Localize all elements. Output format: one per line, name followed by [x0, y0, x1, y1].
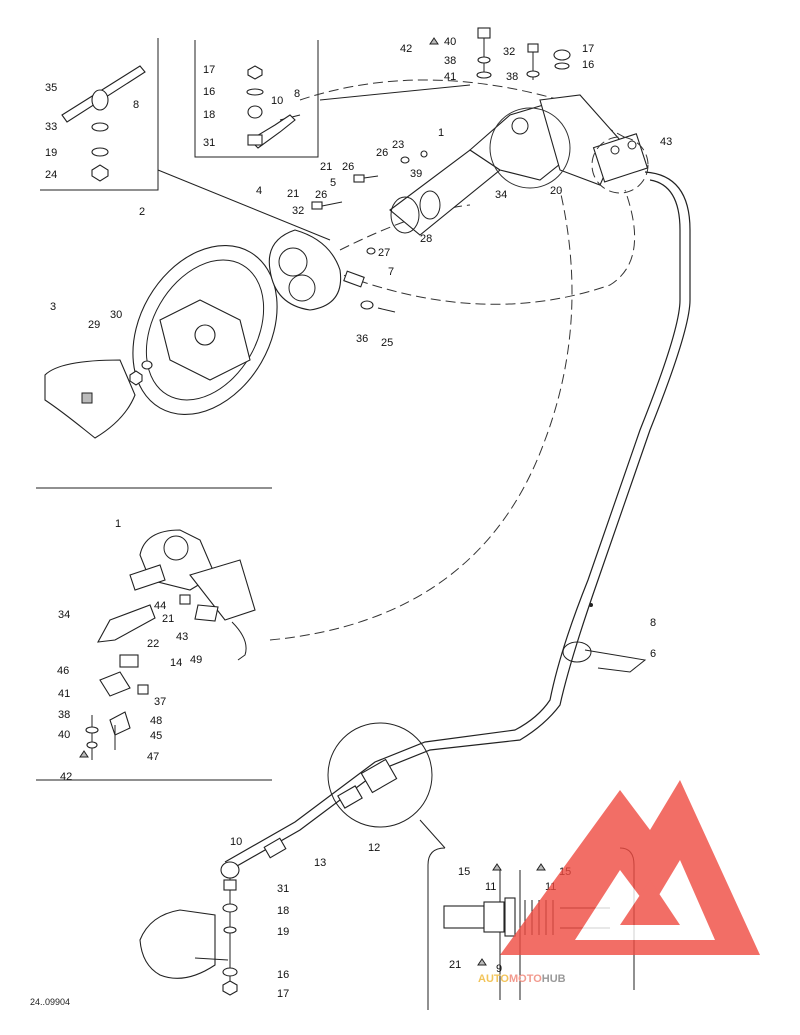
- gearbox-panel: [79, 529, 256, 760]
- callout-33: 33: [45, 121, 57, 133]
- callout-17: 17: [277, 988, 289, 1000]
- callout-43: 43: [660, 136, 672, 148]
- callout-19: 19: [277, 926, 289, 938]
- cable-fitting-detail: [443, 863, 610, 1000]
- callout-21: 21: [320, 161, 332, 173]
- callout-32: 32: [292, 205, 304, 217]
- callout-12: 12: [368, 842, 380, 854]
- callout-41: 41: [444, 71, 456, 83]
- callout-31: 31: [203, 137, 215, 149]
- callout-10: 10: [271, 95, 283, 107]
- watermark-auto: AUTO: [478, 973, 509, 985]
- callout-8: 8: [294, 88, 300, 100]
- watermark-text: AUTOMOTOHUB: [478, 973, 566, 985]
- callout-26: 26: [376, 147, 388, 159]
- watermark-logo: [500, 780, 760, 955]
- callout-11: 11: [485, 881, 496, 893]
- callout-16: 16: [203, 86, 215, 98]
- callout-39: 39: [410, 168, 422, 180]
- steering-wheel: [132, 245, 278, 415]
- callout-6: 6: [650, 648, 656, 660]
- callout-49: 49: [190, 654, 202, 666]
- callout-38: 38: [444, 55, 456, 67]
- callout-15: 15: [458, 866, 470, 878]
- callout-21: 21: [287, 188, 299, 200]
- callout-24: 24: [45, 169, 57, 181]
- callout-40: 40: [444, 36, 456, 48]
- callout-26: 26: [342, 161, 354, 173]
- callout-8: 8: [650, 617, 656, 629]
- callout-16: 16: [582, 59, 594, 71]
- bolt-stack-top: [429, 27, 571, 80]
- callout-17: 17: [582, 43, 594, 55]
- callout-46: 46: [57, 665, 69, 677]
- diagram-code: 24..09904: [30, 997, 71, 1007]
- watermark-hub: HUB: [542, 973, 566, 985]
- steering-cable: [224, 171, 691, 871]
- callout-10: 10: [230, 836, 242, 848]
- callout-20: 20: [550, 185, 562, 197]
- callout-13: 13: [314, 857, 326, 869]
- detail-box-center: [194, 40, 319, 158]
- callout-3: 3: [50, 301, 56, 313]
- callout-37: 37: [154, 696, 166, 708]
- callout-21: 21: [162, 613, 174, 625]
- callout-2: 2: [139, 206, 145, 218]
- callout-18: 18: [203, 109, 215, 121]
- callout-9: 9: [496, 963, 502, 975]
- dash-bezel: [268, 229, 342, 311]
- callout-38: 38: [506, 71, 518, 83]
- callout-26: 26: [315, 189, 327, 201]
- callout-7: 7: [388, 266, 394, 278]
- stack-inset: [246, 65, 296, 149]
- callout-1: 1: [115, 518, 121, 530]
- callout-48: 48: [150, 715, 162, 727]
- callout-8: 8: [133, 99, 139, 111]
- callout-5: 5: [330, 177, 336, 189]
- callout-38: 38: [58, 709, 70, 721]
- callout-36: 36: [356, 333, 368, 345]
- callout-42: 42: [400, 43, 412, 55]
- callout-22: 22: [147, 638, 159, 650]
- handle-inset: [61, 65, 146, 182]
- callout-27: 27: [378, 247, 390, 259]
- fitting-circle: [327, 722, 433, 828]
- callout-1: 1: [438, 127, 444, 139]
- callout-44: 44: [154, 600, 166, 612]
- callout-23: 23: [392, 139, 404, 151]
- callout-29: 29: [88, 319, 100, 331]
- steering-column: [389, 94, 649, 236]
- callout-25: 25: [381, 337, 393, 349]
- callout-28: 28: [420, 233, 432, 245]
- callout-32: 32: [503, 46, 515, 58]
- callout-34: 34: [495, 189, 507, 201]
- callout-30: 30: [110, 309, 122, 321]
- part-callouts: 42 40 38 41 32 38 17 16 35 8 33 19 24 17…: [45, 36, 672, 1000]
- watermark-moto: MOTO: [509, 973, 542, 985]
- detail-box-left: [40, 38, 159, 191]
- callout-43: 43: [176, 631, 188, 643]
- callout-18: 18: [277, 905, 289, 917]
- detail-panel-gearbox: [36, 487, 272, 781]
- steering-cover: [44, 359, 153, 439]
- callout-16: 16: [277, 969, 289, 981]
- callout-42: 42: [60, 771, 72, 783]
- callout-45: 45: [150, 730, 162, 742]
- small-parts: [311, 150, 428, 313]
- callout-40: 40: [58, 729, 70, 741]
- lower-joint: [139, 837, 287, 996]
- callout-21: 21: [449, 959, 461, 971]
- callout-47: 47: [147, 751, 159, 763]
- callout-41: 41: [58, 688, 70, 700]
- callout-4: 4: [256, 185, 262, 197]
- callout-34: 34: [58, 609, 70, 621]
- callout-19: 19: [45, 147, 57, 159]
- callout-14: 14: [170, 657, 182, 669]
- callout-35: 35: [45, 82, 57, 94]
- callout-17: 17: [203, 64, 215, 76]
- callout-31: 31: [277, 883, 289, 895]
